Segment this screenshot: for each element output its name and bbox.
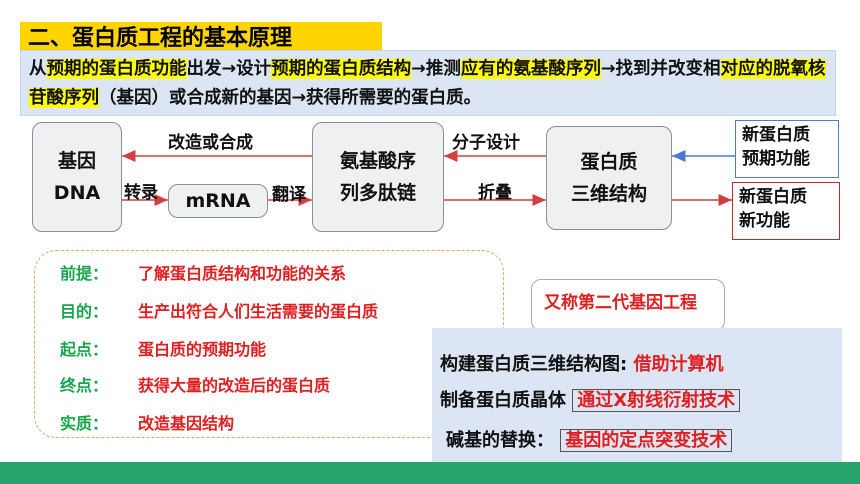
method-row: 制备蛋白质晶体 通过X射线衍射技术 [440, 386, 741, 412]
section-title: 二、蛋白质工程的基本原理 [20, 22, 382, 52]
node-amino-acid: 氨基酸序 列多肽链 [312, 122, 444, 232]
intro-highlight: 预期的蛋白质功能 [46, 59, 187, 79]
method-key: 制备蛋白质晶体 [440, 390, 566, 411]
fact-row: 实质： 改造基因结构 [60, 410, 234, 434]
fact-key: 起点： [60, 340, 109, 359]
new-protein-expected-function: 新蛋白质 预期功能 [735, 120, 839, 178]
alias-note: 又称第二代基因工程 [531, 279, 725, 331]
method-key: 碱基的替换： [446, 430, 554, 451]
intro-part: （基因）或合成新的基因→获得所需要的蛋白质。 [99, 88, 482, 108]
fact-row: 前提： 了解蛋白质结构和功能的关系 [60, 260, 346, 284]
method-value: 基因的定点突变技术 [560, 429, 733, 452]
node-amino-line1: 氨基酸序 [339, 150, 416, 172]
method-value: 通过X射线衍射技术 [572, 389, 741, 412]
node-mrna-label: mRNA [185, 190, 251, 212]
node-amino-line2: 列多肽链 [339, 182, 416, 204]
label-modify-synthesize: 改造或合成 [168, 133, 253, 153]
fact-key: 前提： [60, 264, 109, 283]
intro-part: 出发→设计 [186, 59, 272, 79]
intro-paragraph: 从预期的蛋白质功能出发→设计预期的蛋白质结构→推测应有的氨基酸序列→找到并改变相… [20, 50, 836, 116]
footer-bar [0, 462, 860, 484]
node-gene-dna: 基因 DNA [32, 122, 122, 232]
label-molecular-design: 分子设计 [452, 133, 520, 153]
node-protein-line1: 蛋白质 [580, 151, 638, 173]
intro-part: →推测 [411, 59, 461, 79]
method-row: 构建蛋白质三维结构图: 借助计算机 [440, 350, 723, 376]
node-mrna: mRNA [168, 184, 268, 218]
node-protein-line2: 三维结构 [570, 183, 647, 205]
fact-row: 起点： 蛋白质的预期功能 [60, 336, 266, 360]
node-gene-label: 基因 [57, 150, 96, 172]
fact-key: 终点： [60, 376, 109, 395]
intro-highlight: 应有的氨基酸序列 [460, 59, 601, 79]
node-dna-label: DNA [53, 182, 101, 204]
fact-value: 蛋白质的预期功能 [138, 340, 267, 359]
intro-part: 从 [29, 59, 47, 79]
fact-value: 生产出符合人们生活需要的蛋白质 [138, 302, 379, 321]
fact-key: 实质： [60, 414, 109, 433]
node-protein-structure: 蛋白质 三维结构 [546, 126, 672, 230]
method-value: 借助计算机 [633, 354, 724, 375]
method-row: 碱基的替换： 基因的定点突变技术 [446, 426, 733, 452]
fact-value: 改造基因结构 [138, 414, 235, 433]
fact-row: 目的： 生产出符合人们生活需要的蛋白质 [60, 298, 378, 322]
fact-key: 目的： [60, 302, 109, 321]
new-protein-new-function: 新蛋白质 新功能 [732, 182, 840, 240]
fact-row: 终点： 获得大量的改造后的蛋白质 [60, 372, 330, 396]
intro-highlight: 预期的蛋白质结构 [271, 59, 412, 79]
method-key: 构建蛋白质三维结构图: [440, 354, 628, 375]
label-translate: 翻译 [272, 185, 306, 205]
fact-value: 获得大量的改造后的蛋白质 [138, 376, 331, 395]
label-fold: 折叠 [478, 183, 512, 203]
methods-box: 构建蛋白质三维结构图: 借助计算机 制备蛋白质晶体 通过X射线衍射技术 碱基的替… [432, 328, 842, 466]
label-transcribe: 转录 [124, 183, 158, 203]
fact-value: 了解蛋白质结构和功能的关系 [138, 264, 347, 283]
intro-part: →找到并改变相 [600, 59, 721, 79]
